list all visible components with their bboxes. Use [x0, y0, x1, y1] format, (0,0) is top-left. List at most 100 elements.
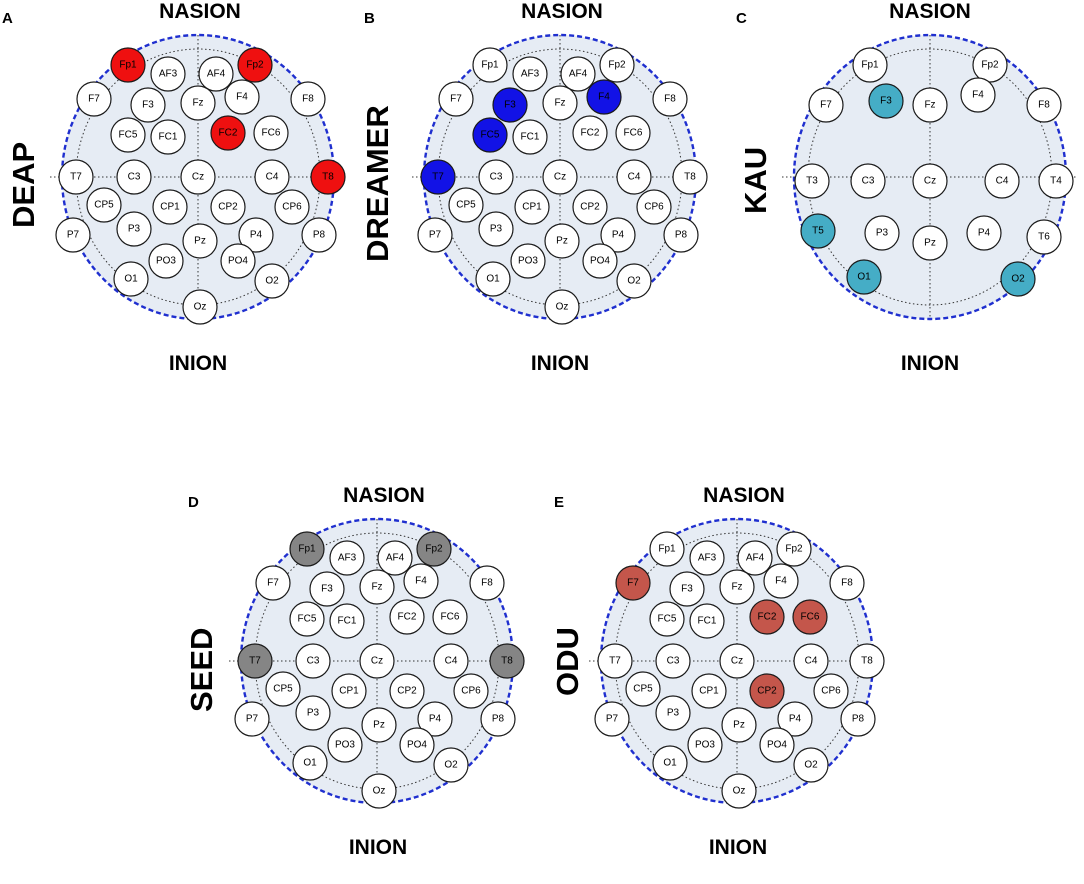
electrode-label: FC1	[338, 616, 357, 627]
electrode-p7: P7	[594, 701, 630, 737]
electrode-o1: O1	[652, 745, 688, 781]
electrode-label: PO4	[228, 256, 248, 267]
electrode-circle	[416, 531, 452, 567]
electrode-cz: Cz	[719, 643, 755, 679]
electrode-po3: PO3	[148, 243, 184, 279]
electrode-circle	[113, 261, 149, 297]
electrode-label: F7	[267, 578, 279, 589]
electrode-circle	[237, 47, 273, 83]
electrode-circle	[544, 289, 580, 325]
electrode-cp1: CP1	[514, 189, 550, 225]
electrode-label: F4	[236, 92, 248, 103]
electrode-circle	[472, 117, 508, 153]
electrode-label: P4	[978, 228, 991, 239]
panel-letter: C	[736, 10, 747, 27]
electrode-circle	[972, 47, 1008, 83]
electrode-oz: Oz	[361, 773, 397, 809]
electrode-circle	[295, 643, 331, 679]
electrode-label: F3	[142, 100, 154, 111]
electrode-t7: T7	[237, 643, 273, 679]
electrode-label: P4	[250, 230, 263, 241]
electrode-label: F4	[598, 92, 610, 103]
electrode-label: F7	[820, 100, 832, 111]
electrode-oz: Oz	[721, 773, 757, 809]
electrode-label: Fz	[192, 98, 203, 109]
electrode-circle	[984, 163, 1020, 199]
electrode-label: C3	[490, 172, 503, 183]
electrode-f8: F8	[1026, 87, 1062, 123]
electrode-p8: P8	[480, 701, 516, 737]
electrode-pz: Pz	[912, 225, 948, 261]
electrode-f7: F7	[615, 565, 651, 601]
electrode-f4: F4	[586, 79, 622, 115]
electrode-circle	[309, 571, 345, 607]
electrode-f8: F8	[829, 565, 865, 601]
electrode-circle	[864, 215, 900, 251]
electrode-label: F8	[664, 94, 676, 105]
electrode-label: CP6	[282, 202, 302, 213]
electrode-label: FC6	[801, 612, 820, 623]
electrode-label: CP5	[633, 684, 653, 695]
electrode-circle	[1026, 219, 1062, 255]
electrode-label: FC1	[521, 132, 540, 143]
electrode-c4: C4	[433, 643, 469, 679]
electrode-p3: P3	[116, 211, 152, 247]
electrode-circle	[672, 159, 708, 195]
electrode-fc5: FC5	[289, 601, 325, 637]
electrode-circle	[234, 701, 270, 737]
inion-label: INION	[168, 352, 228, 375]
electrode-label: Oz	[556, 302, 569, 313]
electrode-label: Fp2	[246, 60, 264, 71]
electrode-circle	[663, 217, 699, 253]
electrode-f7: F7	[438, 81, 474, 117]
electrode-circle	[849, 643, 885, 679]
electrode-circle	[254, 159, 290, 195]
electrode-label: Fp1	[658, 544, 676, 555]
electrode-label: FC6	[262, 128, 281, 139]
electrode-cp1: CP1	[331, 673, 367, 709]
electrode-label: T7	[432, 172, 444, 183]
electrode-circle	[689, 540, 725, 576]
electrode-label: FC5	[298, 614, 317, 625]
electrode-label: PO4	[590, 256, 610, 267]
electrode-label: C4	[628, 172, 641, 183]
electrode-p8: P8	[663, 217, 699, 253]
electrode-label: FC6	[624, 128, 643, 139]
electrode-circle	[438, 81, 474, 117]
electrode-label: C3	[128, 172, 141, 183]
electrode-label: PO4	[407, 740, 427, 751]
electrode-circle	[182, 223, 218, 259]
electrode-circle	[453, 673, 489, 709]
electrode-fp1: Fp1	[649, 531, 685, 567]
electrode-label: Cz	[554, 172, 566, 183]
electrode-circle	[110, 117, 146, 153]
electrode-circle	[329, 540, 365, 576]
electrode-label: P3	[667, 708, 680, 719]
electrode-af4: AF4	[737, 540, 773, 576]
electrode-fc5: FC5	[110, 117, 146, 153]
electrode-t3: T3	[794, 163, 830, 199]
electrode-p3: P3	[295, 695, 331, 731]
electrode-label: Fp2	[785, 544, 803, 555]
electrode-circle	[289, 531, 325, 567]
electrode-cp6: CP6	[636, 189, 672, 225]
electrode-f8: F8	[652, 81, 688, 117]
electrode-label: F3	[880, 96, 892, 107]
electrode-label: CP6	[644, 202, 664, 213]
electrode-f8: F8	[469, 565, 505, 601]
electrode-circle	[130, 87, 166, 123]
electrode-circle	[220, 243, 256, 279]
electrode-cp2: CP2	[389, 673, 425, 709]
electrode-label: Fz	[554, 98, 565, 109]
electrode-c3: C3	[295, 643, 331, 679]
electrode-label: FC2	[219, 128, 238, 139]
electrode-fp1: Fp1	[110, 47, 146, 83]
electrode-label: O2	[1011, 274, 1025, 285]
electrode-label: P4	[612, 230, 625, 241]
electrode-f4: F4	[224, 79, 260, 115]
electrode-af3: AF3	[329, 540, 365, 576]
electrode-circle	[198, 56, 234, 92]
electrode-label: Cz	[371, 656, 383, 667]
electrode-label: PO3	[335, 740, 355, 751]
